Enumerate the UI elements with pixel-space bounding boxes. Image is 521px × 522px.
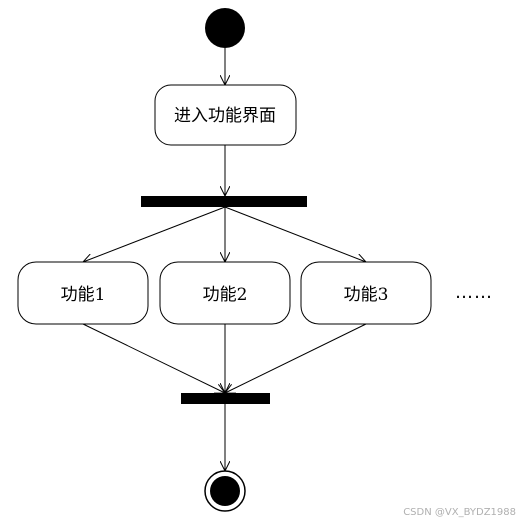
- function-node-1: 功能1: [17, 261, 149, 325]
- function-node-3: 功能3: [300, 261, 432, 325]
- more-indicator: ……: [455, 282, 493, 303]
- edge-func1-to-join: [82, 323, 225, 393]
- function-label-2: 功能2: [203, 285, 248, 305]
- edge-fork-to-func3: [224, 206, 366, 262]
- join-bar: [181, 393, 270, 404]
- initial-node: [205, 8, 245, 48]
- watermark: CSDN @VX_BYDZ1988: [403, 507, 516, 518]
- function-node-2: 功能2: [159, 261, 291, 325]
- edge-fork-to-func1: [83, 206, 226, 262]
- fork-bar: [141, 196, 307, 207]
- enter-node-label: 进入功能界面: [174, 106, 276, 126]
- enter-node: 进入功能界面: [154, 84, 297, 146]
- function-label-1: 功能1: [61, 285, 106, 305]
- final-node: [204, 470, 246, 512]
- function-label-3: 功能3: [344, 285, 389, 305]
- edge-func3-to-join: [225, 323, 367, 393]
